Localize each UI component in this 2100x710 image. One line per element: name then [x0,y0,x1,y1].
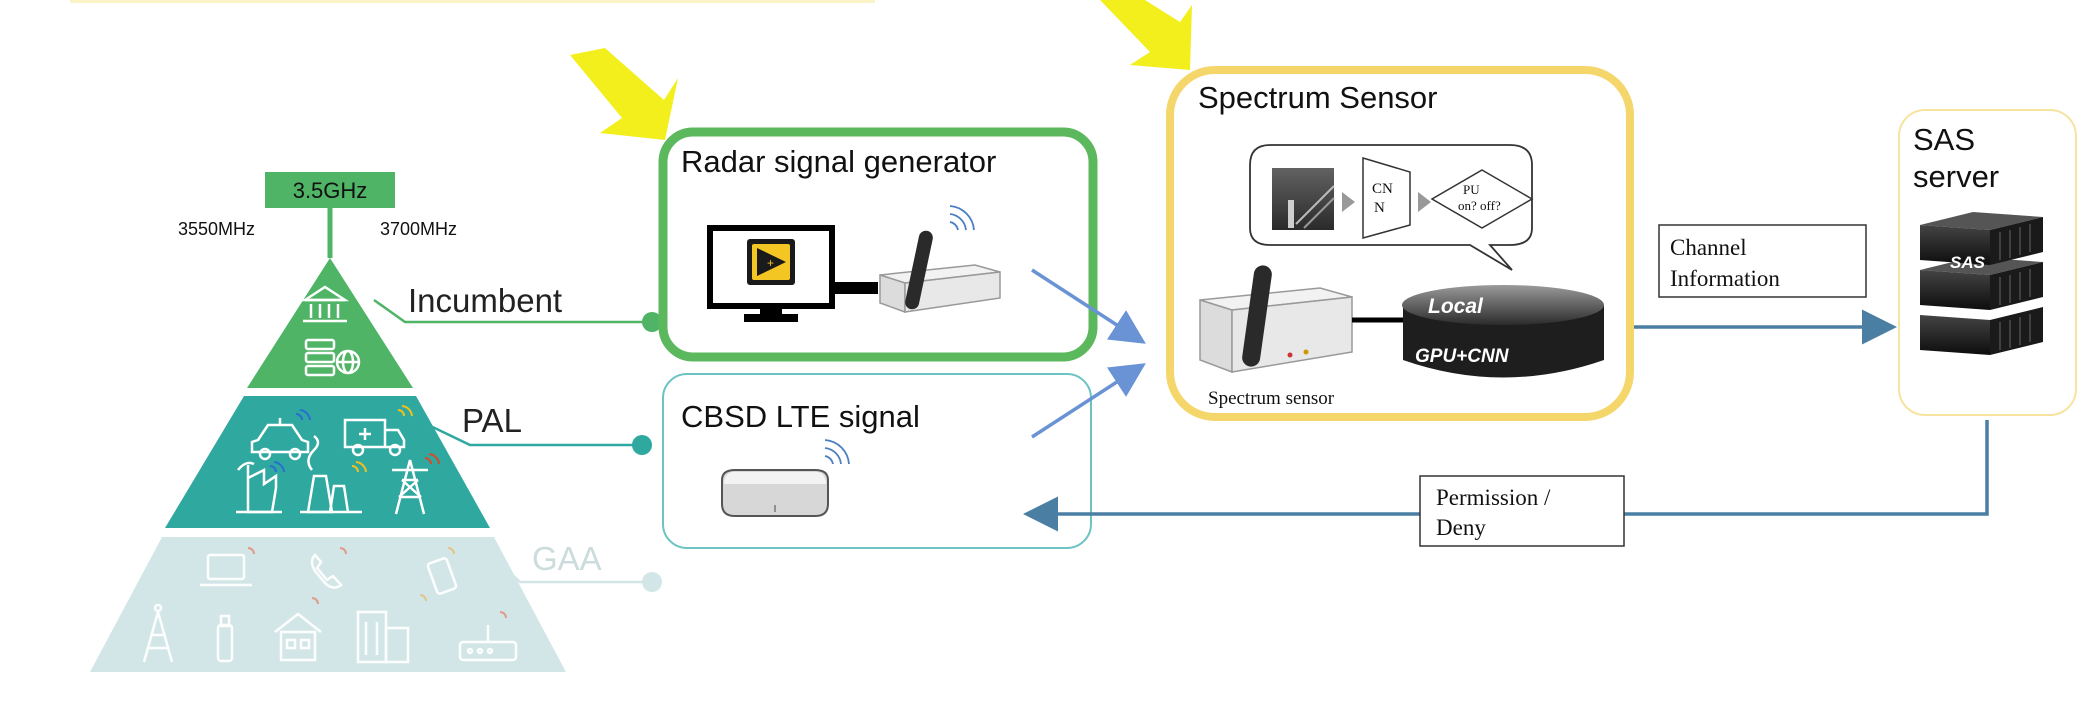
server-globe-icon [304,338,361,377]
router-icon [458,625,518,662]
wifi-icon [824,439,850,465]
cnn-block [1362,156,1411,239]
spectrum-sensor-title: Spectrum Sensor [1198,80,1438,115]
channel-info-line2: Information [1670,266,1780,291]
apartment-icon [356,610,410,664]
transmission-tower-icon [392,459,428,515]
sas-server-icon [1920,212,2043,355]
gaa-connector [491,554,650,584]
permission-line2: Deny [1436,515,1486,540]
highlight-arrow-spectrum [1100,0,1192,70]
radar-generator-title: Radar signal generator [681,144,996,179]
freq-high-label: 3700MHz [380,219,457,239]
wifi-icon [949,205,975,231]
police-car-icon [250,418,310,461]
spectrogram-icon [1272,168,1335,230]
incumbent-connector [373,298,650,324]
phone-icon [310,553,343,589]
government-building-icon [300,285,350,323]
ambulance-icon [343,418,406,457]
laptop-icon [200,553,252,587]
sas-to-cbsd-arrow [1023,420,1989,532]
smartphone-icon [426,557,458,595]
sas-title-line1: SAS [1913,122,1975,157]
top-strip [70,0,875,3]
svg-text:+: + [767,256,774,270]
sdr-device-icon [879,230,1001,314]
gpu-cnn-label: GPU+CNN [1415,346,1510,367]
cell-tower-icon [142,603,174,663]
gaa-label: GAA [532,540,602,577]
cbsd-lte-title: CBSD LTE signal [681,399,920,434]
pal-connector [417,418,640,447]
house-icon [274,612,322,662]
labview-icon: + [747,239,795,285]
pu-decision-diamond [1430,169,1534,229]
pal-tier [165,396,490,528]
usb-icon [216,614,234,663]
factory-icon [236,461,282,514]
spectrum-pyramid: 3.5GHz 3550MHz 3700MHz [90,172,566,672]
power-plant-icon [300,435,362,514]
highlight-arrow-radar [570,48,678,140]
radar-to-sensor-arrow [1031,268,1146,344]
pal-label: PAL [462,402,522,439]
incumbent-label: Incumbent [408,282,562,319]
channel-info-box [1658,224,1867,298]
band-label: 3.5GHz [293,178,368,203]
permission-box [1419,475,1625,547]
permission-line1: Permission / [1436,485,1551,510]
sas-rack-label: SAS [1950,253,1986,272]
band-label-box [265,172,395,208]
lte-device-icon [721,469,829,517]
gpu-disk-icon [1402,285,1604,378]
lte-to-sensor-arrow [1031,363,1146,439]
sas-title-line2: server [1913,159,1999,194]
incumbent-tier [247,258,413,388]
spectrum-sensor-caption: Spectrum sensor [1208,388,1335,409]
freq-low-label: 3550MHz [178,219,255,239]
sdr-device-icon [1199,265,1353,374]
channel-info-line1: Channel [1670,235,1747,260]
local-label: Local [1428,295,1484,318]
